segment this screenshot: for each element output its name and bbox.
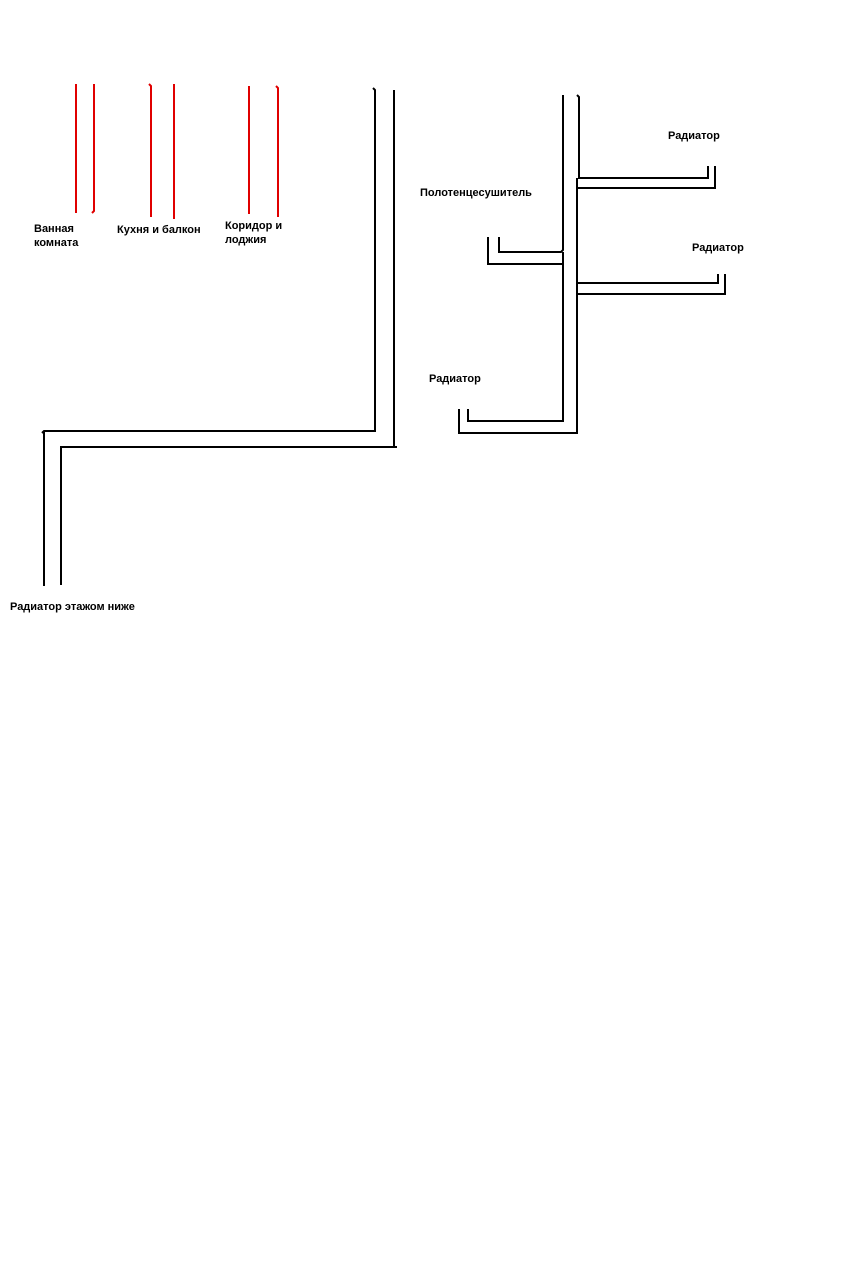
label-bathroom: Ванная комната xyxy=(34,223,79,249)
riser-bathroom xyxy=(75,84,95,214)
label-radiator-top-right: Радиатор xyxy=(668,130,720,142)
label-towel-dryer: Полотенцесушитель xyxy=(420,187,532,199)
pipe-distribution-right xyxy=(458,94,726,434)
label-radiator-below: Радиатор этажом ниже xyxy=(10,601,135,613)
pipe-to-lower-radiator xyxy=(41,87,397,586)
riser-corridor-loggia xyxy=(248,85,279,217)
label-corridor-loggia: Коридор и лоджия xyxy=(225,220,283,246)
label-kitchen-balcony: Кухня и балкон xyxy=(117,224,201,236)
label-radiator-lower-left: Радиатор xyxy=(429,373,481,385)
riser-kitchen-balcony xyxy=(148,83,175,219)
label-radiator-mid-right: Радиатор xyxy=(692,242,744,254)
